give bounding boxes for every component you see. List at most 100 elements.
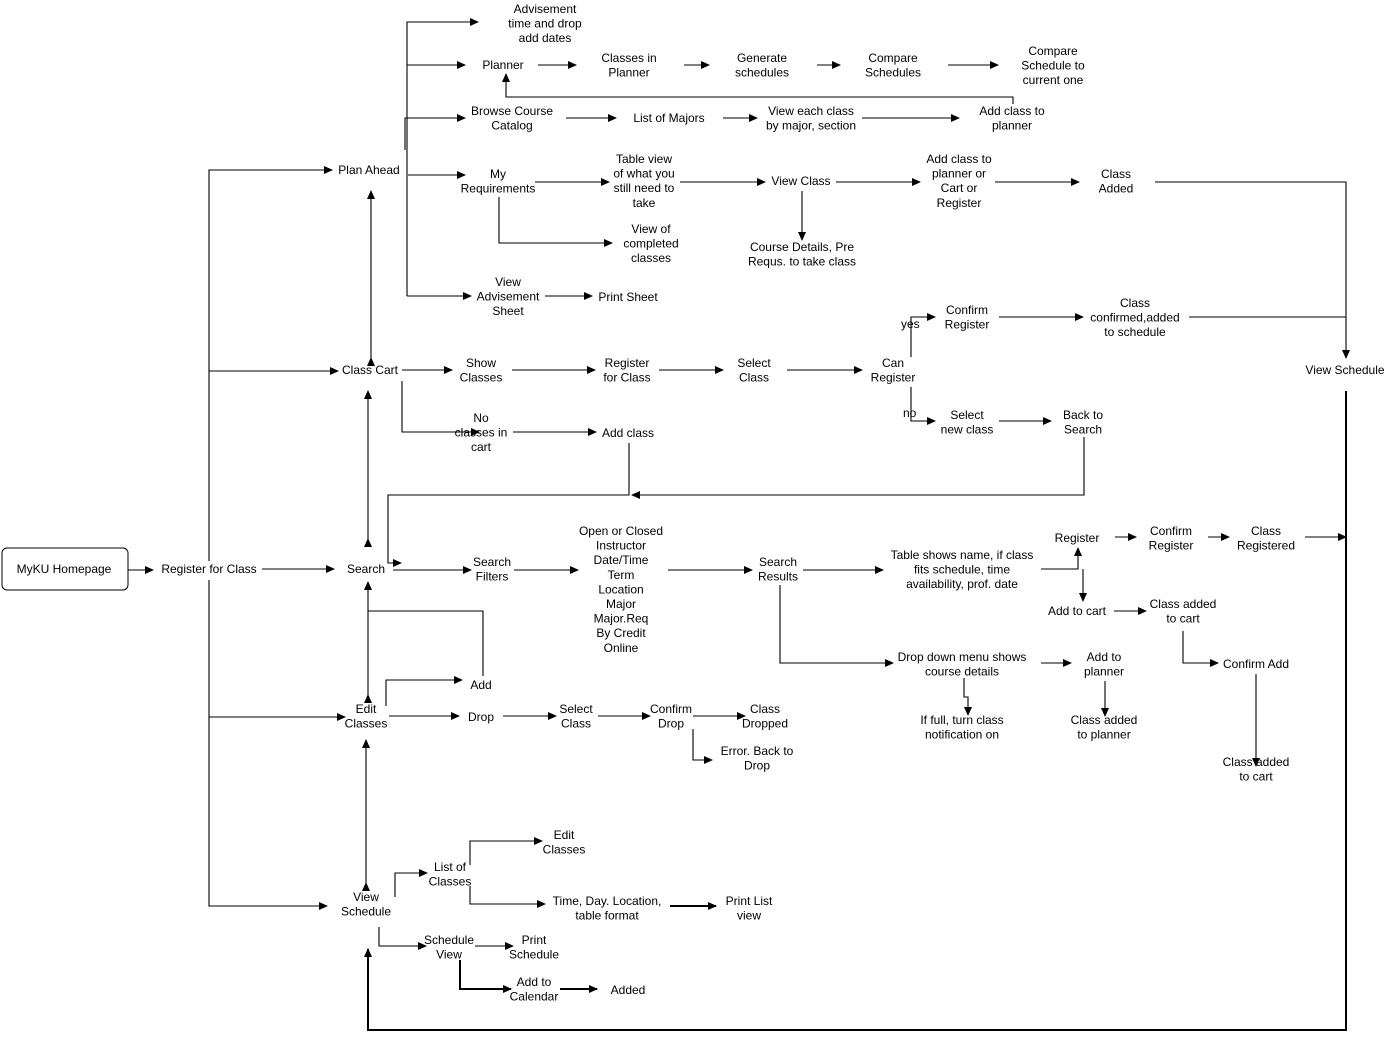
node-line: completed [623,237,678,251]
home-box[interactable] [1,547,129,591]
node-line: Register [871,371,916,385]
node-line: Register [945,318,990,332]
node-line: Register [937,196,982,210]
node-line: Open or Closed [579,524,663,538]
node-line: Confirm [650,702,692,716]
edge-sv-calendar [459,960,512,993]
node-line: Advisement [514,2,577,16]
node-line: Classes [543,843,586,857]
node-line: to planner [1077,728,1130,742]
node-line: View Schedule [1305,363,1384,377]
node-line: Added [1099,182,1134,196]
node-time-day-location: Time, Day. Location,table format [553,894,662,923]
node-line: table format [575,909,639,923]
node-line: Added [611,983,646,997]
node-home[interactable]: MyKU Homepage [17,562,112,576]
node-line: Add to [1087,650,1122,664]
node-line: still need to [614,181,675,195]
node-line: Filters [476,570,509,584]
node-line: Search [347,562,385,576]
edge-addedcart-confirmadd [1182,631,1219,667]
node-added: Added [611,983,646,997]
node-line: to cart [1166,612,1200,626]
node-line: to cart [1239,770,1273,784]
node-line: Major.Req [594,612,649,626]
node-line: for Class [603,371,650,385]
node-line: Planner [482,58,523,72]
node-line: By Credit [596,626,646,640]
node-line: planner or [932,167,986,181]
node-line: View [353,890,379,904]
node-view-schedule-right: View Schedule [1305,363,1384,377]
node-line: Generate [737,51,787,65]
edge-edit-add [385,676,463,706]
node-line: Requs. to take class [748,255,856,269]
node-line: Schedule [424,933,474,947]
node-line: Browse Course [471,104,553,118]
node-drop: Drop [468,710,494,724]
node-line: Add to [517,975,552,989]
node-add-to-cart: Add to cart [1048,604,1107,618]
node-line: List of Majors [633,111,704,125]
edge-dropdown-iffull [963,678,972,716]
node-line: Term [608,568,635,582]
node-line: Catalog [491,119,532,133]
node-line: Confirm [946,303,988,317]
node-line: Advisement [477,290,540,304]
edge-register-edit [208,580,346,721]
node-line: Select [559,702,593,716]
node-line: to schedule [1104,325,1166,339]
node-line: Schedule [341,905,391,919]
node-line: MyKU Homepage [17,562,112,576]
node-line: view [737,909,761,923]
node-add-class: Add class [602,426,654,440]
node-line: View [436,948,462,962]
node-line: Results [758,570,798,584]
node-line: Add [470,678,491,692]
node-line: Class [739,371,769,385]
node-line: current one [1023,73,1084,87]
edge-trunk [208,166,333,561]
node-line: Add class to [926,152,992,166]
node-line: planner [1084,665,1124,679]
edge-register-viewschedule [208,717,328,910]
node-line: Classes in [601,51,656,65]
node-line: Register [1149,539,1194,553]
edge-planahead-browse [404,114,466,150]
node-line: Class added [1223,755,1290,769]
edge-back-search [631,437,1085,499]
node-line: Classes [460,371,503,385]
node-line: Print Sheet [598,290,658,304]
node-line: Sheet [492,304,524,318]
node-line: Schedule [509,948,559,962]
node-line: Table shows name, if class [891,548,1034,562]
node-line: Table view [616,152,672,166]
node-line: Schedules [865,66,921,80]
node-line: List of [434,860,467,874]
node-line: Class [1101,167,1131,181]
node-line: Registered [1237,539,1295,553]
node-line: Drop [744,759,770,773]
